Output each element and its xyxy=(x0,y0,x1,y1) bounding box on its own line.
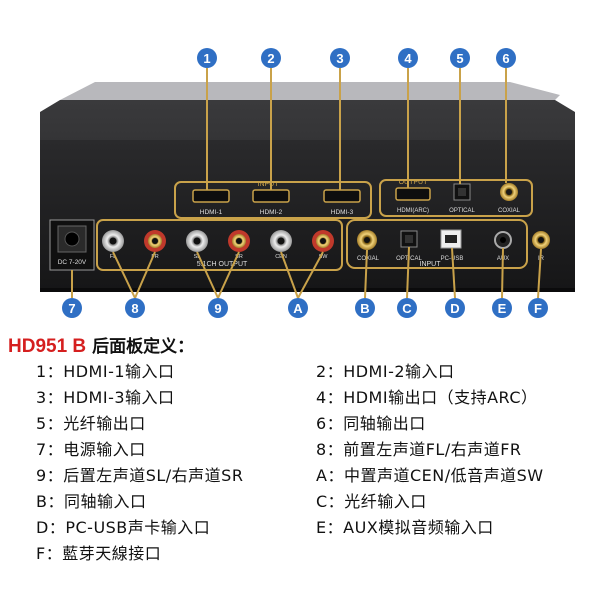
callout-badge-2 xyxy=(261,48,281,68)
legend-item: F：藍芽天線接口 xyxy=(36,544,162,563)
hdmi-arc-port: HDMI(ARC) xyxy=(395,187,431,214)
callout-4: 4 xyxy=(404,51,412,66)
coaxial-in-port: COXIAL xyxy=(357,230,380,262)
hdmi-3-port: HDMI-3 xyxy=(323,189,361,216)
analog-output-panel: 5.1CH OUTPUT FL FR SL SR CEN SW xyxy=(96,219,343,271)
rca-sr-label: SR xyxy=(235,254,243,260)
legend-item: 6：同轴输出口 xyxy=(316,414,426,433)
legend-item: 5：光纤输出口 xyxy=(36,414,146,433)
callout-badge-7 xyxy=(62,298,82,318)
model-name: HD951 B xyxy=(8,336,87,357)
coaxial-out-port: COXIAL xyxy=(498,183,521,214)
rca-fr: FR xyxy=(144,230,166,260)
chassis xyxy=(40,82,575,292)
callout-badge-b xyxy=(355,298,375,318)
callout-badge-4 xyxy=(398,48,418,68)
callout-8: 8 xyxy=(131,301,138,316)
callout-f: F xyxy=(534,301,542,316)
legend-item: B：同轴输入口 xyxy=(36,492,147,511)
rca-sl: SL xyxy=(186,230,208,260)
optical-out-port: OPTICAL xyxy=(449,183,475,214)
callout-1: 1 xyxy=(203,51,210,66)
callout-badge-d xyxy=(445,298,465,318)
callout-c: C xyxy=(402,301,412,316)
input-group-label: INPUT xyxy=(258,181,280,188)
callout-badge-1 xyxy=(197,48,217,68)
legend-heading: 后面板定义： xyxy=(92,337,195,357)
input2-group-label: INPUT xyxy=(420,261,442,268)
hdmi-input-group: INPUT HDMI-1 HDMI-2 HDMI-3 xyxy=(174,181,372,219)
legend-item: 4：HDMI输出口（支持ARC） xyxy=(316,388,538,407)
device-rear-panel-diagram: INPUT HDMI-1 HDMI-2 HDMI-3 OUTPUT HDMI(A… xyxy=(40,48,575,318)
callout-a: A xyxy=(293,301,303,316)
legend-item: 8：前置左声道FL/右声道FR xyxy=(316,440,522,459)
legend-item: E：AUX模拟音频输入口 xyxy=(316,518,494,537)
output-group-label: OUTPUT xyxy=(399,179,429,186)
callout-badges: 1 2 3 4 5 6 7 8 9 A B C D E F xyxy=(62,48,548,318)
coxial-in-label: COXIAL xyxy=(357,256,380,262)
callout-badge-3 xyxy=(330,48,350,68)
hdmi-2-label: HDMI-2 xyxy=(260,209,283,216)
callout-badge-9 xyxy=(208,298,228,318)
legend-item: 2：HDMI-2输入口 xyxy=(316,362,455,381)
callout-d: D xyxy=(450,301,459,316)
rca-sw: SW xyxy=(312,230,334,260)
legend-item: 7：电源输入口 xyxy=(36,440,146,459)
rca-fl-label: FL xyxy=(110,254,116,260)
hdmi-1-port: HDMI-1 xyxy=(192,189,230,216)
legend-title: HD951 B 后面板定义： xyxy=(8,332,194,358)
hdmi-3-label: HDMI-3 xyxy=(331,209,354,216)
legend-item: D：PC-USB声卡输入口 xyxy=(36,518,211,537)
rca-fl: FL xyxy=(102,230,124,260)
rca-sr: SR xyxy=(228,230,250,260)
rca-fr-label: FR xyxy=(151,254,158,260)
callout-badge-c xyxy=(397,298,417,318)
callout-e: E xyxy=(498,301,507,316)
dc-power-jack: DC 7-20V xyxy=(49,219,95,271)
legend-item: 1：HDMI-1输入口 xyxy=(36,362,175,381)
legend-item: A：中置声道CEN/低音声道SW xyxy=(316,466,544,485)
callout-badge-a xyxy=(288,298,308,318)
analog-output-label: 5.1CH OUTPUT xyxy=(197,261,248,268)
legend-item: C：光纤输入口 xyxy=(316,492,427,511)
hdmi-1-label: HDMI-1 xyxy=(200,209,223,216)
callout-b: B xyxy=(360,301,369,316)
rca-sl-label: SL xyxy=(194,254,201,260)
legend-item: 9：后置左声道SL/右声道SR xyxy=(36,466,244,485)
callout-badge-f xyxy=(528,298,548,318)
callout-badge-8 xyxy=(125,298,145,318)
legend-item: 3：HDMI-3输入口 xyxy=(36,388,175,407)
rca-cen: CEN xyxy=(270,230,292,260)
callout-5: 5 xyxy=(456,51,463,66)
rca-cen-label: CEN xyxy=(275,254,287,260)
callout-badge-6 xyxy=(496,48,516,68)
callout-9: 9 xyxy=(214,301,221,316)
rca-sw-label: SW xyxy=(319,254,329,260)
callout-lines xyxy=(71,68,542,299)
callout-badge-e xyxy=(492,298,512,318)
callout-badge-5 xyxy=(450,48,470,68)
output-group: OUTPUT HDMI(ARC) OPTICAL COXIAL xyxy=(379,179,533,217)
callout-2: 2 xyxy=(267,51,274,66)
callout-6: 6 xyxy=(502,51,509,66)
optical-out-label: OPTICAL xyxy=(449,208,475,214)
callout-3: 3 xyxy=(336,51,343,66)
hdmi-arc-label: HDMI(ARC) xyxy=(397,208,429,214)
callout-7: 7 xyxy=(68,301,75,316)
dc-label: DC 7-20V xyxy=(58,259,87,266)
coaxial-out-label: COXIAL xyxy=(498,208,521,214)
